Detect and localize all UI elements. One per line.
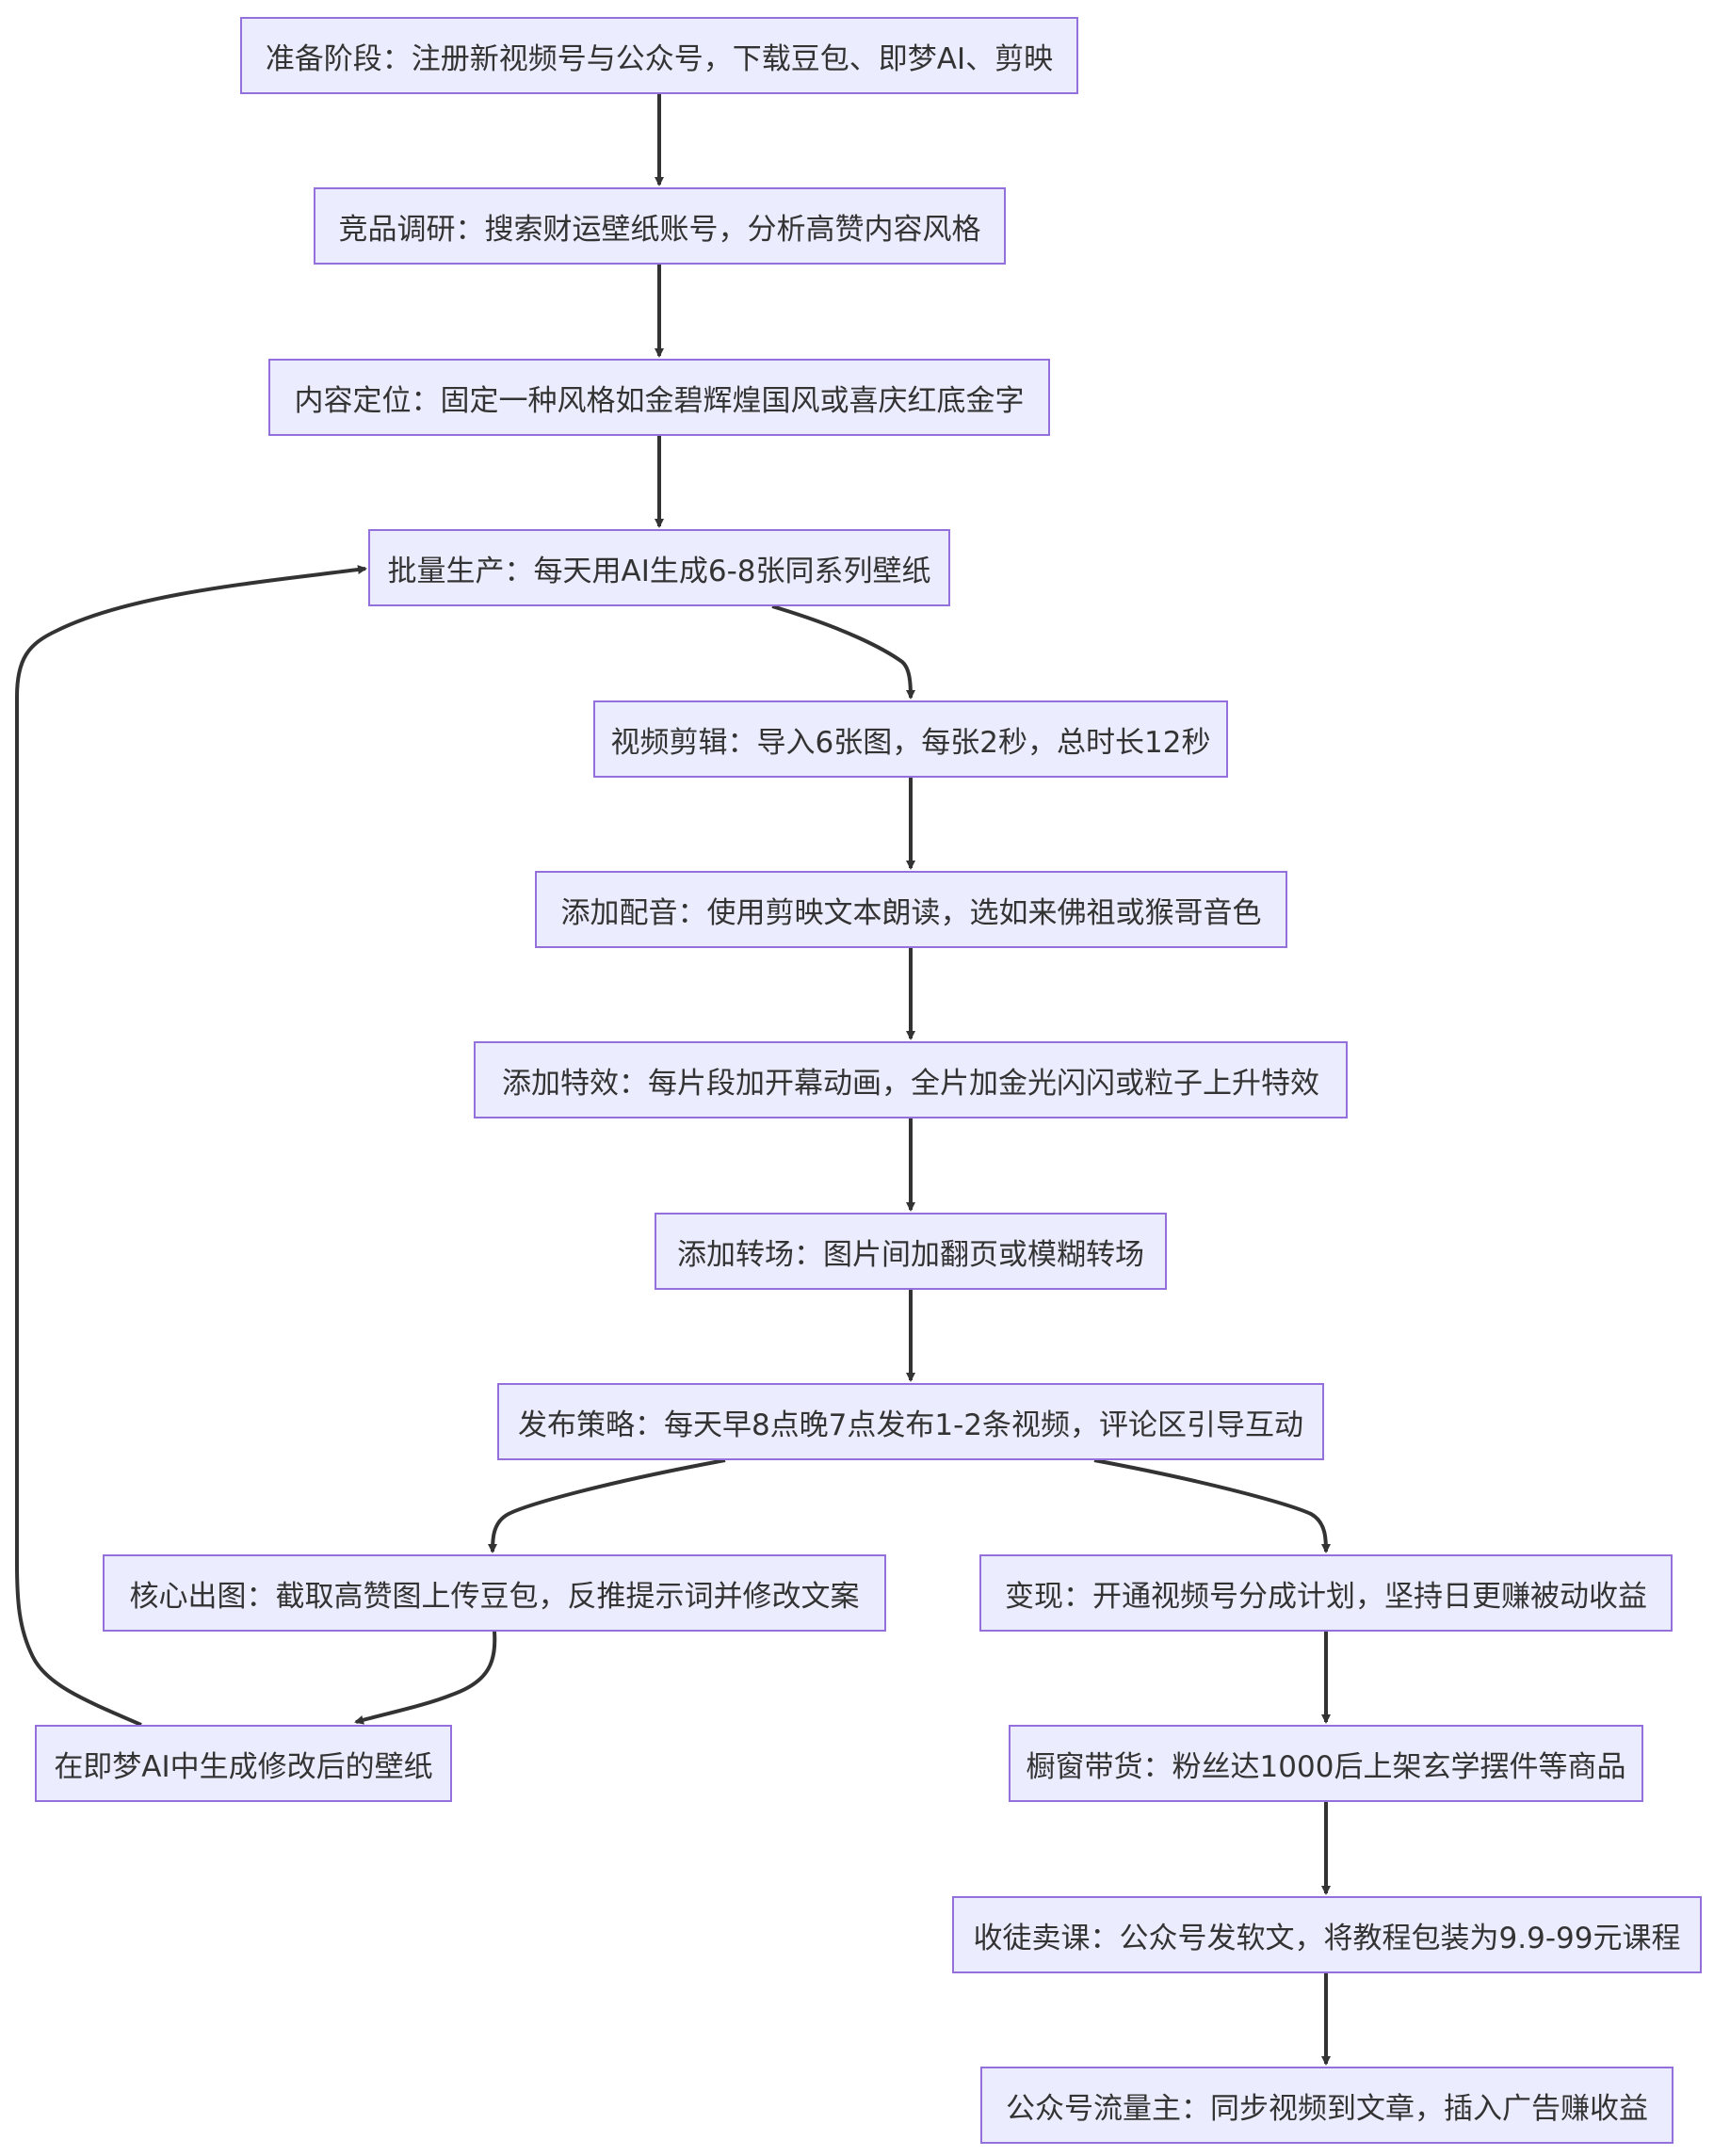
node-traffic-label: 公众号流量主：同步视频到文章，插入广告赚收益 xyxy=(1006,2091,1648,2126)
node-monetize: 变现：开通视频号分成计划，坚持日更赚被动收益 xyxy=(979,1554,1673,1632)
node-core-label: 核心出图：截取高赞图上传豆包，反推提示词并修改文案 xyxy=(129,1579,860,1614)
edge-publish-to-core xyxy=(488,1458,726,1553)
node-batch-label: 批量生产：每天用AI生成6-8张同系列壁纸 xyxy=(387,554,931,588)
node-edit-label: 视频剪辑：导入6张图，每张2秒，总时长12秒 xyxy=(610,725,1211,760)
node-research-label: 竞品调研：搜索财运壁纸账号，分析高赞内容风格 xyxy=(338,212,981,247)
node-course: 收徒卖课：公众号发软文，将教程包装为9.9-99元课程 xyxy=(952,1896,1702,1973)
node-effects-label: 添加特效：每片段加开幕动画，全片加金光闪闪或粒子上升特效 xyxy=(502,1066,1319,1101)
node-effects: 添加特效：每片段加开幕动画，全片加金光闪闪或粒子上升特效 xyxy=(474,1041,1348,1118)
node-publish-label: 发布策略：每天早8点晚7点发布1-2条视频，评论区引导互动 xyxy=(517,1408,1304,1442)
node-course-label: 收徒卖课：公众号发软文，将教程包装为9.9-99元课程 xyxy=(973,1921,1681,1955)
node-transition: 添加转场：图片间加翻页或模糊转场 xyxy=(655,1213,1167,1290)
node-voice-label: 添加配音：使用剪映文本朗读，选如来佛祖或猴哥音色 xyxy=(560,895,1262,930)
node-showcase: 橱窗带货：粉丝达1000后上架玄学摆件等商品 xyxy=(1009,1725,1643,1802)
node-voice: 添加配音：使用剪映文本朗读，选如来佛祖或猴哥音色 xyxy=(535,871,1287,948)
node-traffic: 公众号流量主：同步视频到文章，插入广告赚收益 xyxy=(980,2067,1674,2144)
node-prep-label: 准备阶段：注册新视频号与公众号，下载豆包、即梦AI、剪映 xyxy=(265,41,1054,76)
node-generate-label: 在即梦AI中生成修改后的壁纸 xyxy=(54,1749,433,1784)
node-research: 竞品调研：搜索财运壁纸账号，分析高赞内容风格 xyxy=(314,187,1006,265)
node-generate: 在即梦AI中生成修改后的壁纸 xyxy=(35,1725,452,1802)
node-transition-label: 添加转场：图片间加翻页或模糊转场 xyxy=(677,1237,1144,1272)
edge-publish-to-monetize xyxy=(1093,1458,1331,1553)
node-position: 内容定位：固定一种风格如金碧辉煌国风或喜庆红底金字 xyxy=(268,359,1050,436)
edge-batch-to-edit xyxy=(771,604,915,700)
edge-generate-to-batch xyxy=(15,565,367,1727)
node-monetize-label: 变现：开通视频号分成计划，坚持日更赚被动收益 xyxy=(1005,1579,1647,1614)
node-edit: 视频剪辑：导入6张图，每张2秒，总时长12秒 xyxy=(593,700,1228,778)
node-batch: 批量生产：每天用AI生成6-8张同系列壁纸 xyxy=(368,529,950,606)
node-showcase-label: 橱窗带货：粉丝达1000后上架玄学摆件等商品 xyxy=(1026,1749,1626,1784)
node-core: 核心出图：截取高赞图上传豆包，反推提示词并修改文案 xyxy=(103,1554,886,1632)
node-prep: 准备阶段：注册新视频号与公众号，下载豆包、即梦AI、剪映 xyxy=(240,17,1078,94)
node-publish: 发布策略：每天早8点晚7点发布1-2条视频，评论区引导互动 xyxy=(497,1383,1324,1460)
node-position-label: 内容定位：固定一种风格如金碧辉煌国风或喜庆红底金字 xyxy=(294,383,1025,418)
edge-core-to-generate xyxy=(354,1631,497,1725)
